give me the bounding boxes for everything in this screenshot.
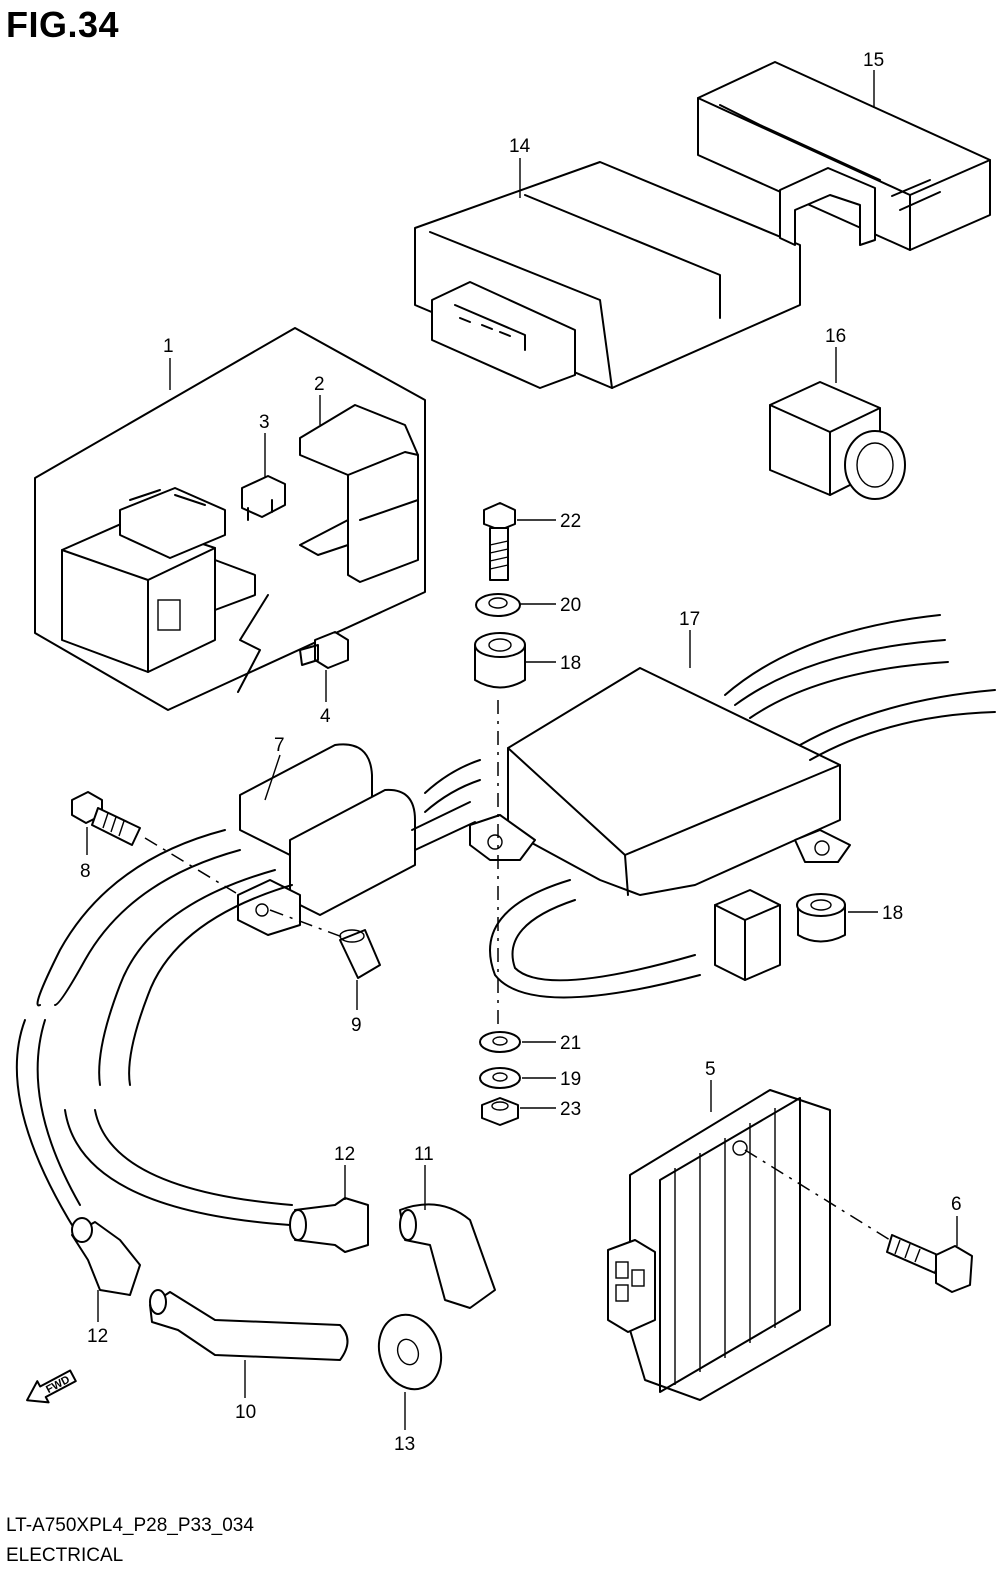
callout-16: 16 — [825, 326, 846, 347]
ignition-coil — [237, 743, 476, 936]
diag-connector-relay — [769, 381, 906, 500]
ecm-cover — [697, 61, 991, 251]
callout-6: 6 — [951, 1194, 962, 1215]
grommet-upper — [474, 632, 526, 689]
callout-2: 2 — [314, 374, 325, 395]
callout-20: 20 — [560, 595, 581, 616]
callout-7: 7 — [274, 735, 285, 756]
washer-21 — [479, 1031, 521, 1053]
callout-23: 23 — [560, 1099, 581, 1120]
relay-assembly-group — [34, 327, 426, 711]
plug-cap-11 — [399, 1203, 496, 1309]
leader-lines — [86, 70, 958, 1430]
coil-spacer — [339, 929, 381, 979]
regulator-rectifier — [607, 1089, 831, 1401]
section-name: ELECTRICAL — [6, 1545, 124, 1566]
callout-10: 10 — [235, 1402, 256, 1423]
callout-5: 5 — [705, 1059, 716, 1080]
plug-cap-10 — [149, 1289, 349, 1361]
fwd-label: FWD — [44, 1374, 72, 1396]
callout-13: 13 — [394, 1434, 415, 1455]
fuse — [241, 475, 286, 521]
spark-plug-cap-12-left — [71, 1217, 141, 1296]
plug-seal-13 — [377, 1313, 443, 1391]
mount-bolt — [483, 502, 516, 581]
callout-14: 14 — [509, 136, 531, 157]
spark-plug-cap-12-right — [289, 1197, 369, 1253]
callout-18-upper: 18 — [560, 653, 581, 674]
callout-18-right: 18 — [882, 903, 903, 924]
ecm-unit — [414, 161, 801, 389]
bolt-6-axis-line — [744, 1149, 891, 1241]
starter-relay — [61, 487, 256, 673]
collar-washer — [475, 593, 521, 617]
callout-12-right: 12 — [334, 1144, 355, 1165]
relay-cover — [299, 404, 419, 583]
callout-22: 22 — [560, 511, 581, 532]
break-line — [237, 594, 269, 693]
callout-9: 9 — [351, 1015, 362, 1036]
nut-23 — [481, 1097, 519, 1126]
assembly-frame — [34, 327, 426, 711]
bolt-8-axis-line — [144, 837, 237, 894]
control-unit — [424, 614, 996, 896]
callout-15: 15 — [863, 50, 884, 71]
regulator-bolt — [886, 1234, 973, 1293]
fwd-arrow-icon: FWD — [26, 1369, 77, 1404]
callout-3: 3 — [259, 412, 270, 433]
callout-21: 21 — [560, 1033, 581, 1054]
washer-19 — [479, 1067, 521, 1089]
model-code: LT-A750XPL4_P28_P33_034 — [6, 1515, 254, 1536]
callout-1: 1 — [163, 336, 174, 357]
relay-bolt — [299, 631, 349, 669]
grommet-right — [796, 893, 846, 943]
spacer-axis-line — [269, 909, 346, 939]
callout-4: 4 — [320, 706, 331, 727]
high-tension-leads — [15, 829, 293, 1231]
callout-8: 8 — [80, 861, 91, 882]
callout-19: 19 — [560, 1069, 581, 1090]
callout-17: 17 — [679, 609, 700, 630]
callout-labels: 1 2 3 4 5 6 7 8 9 10 11 12 12 13 14 15 1… — [80, 50, 962, 1455]
callout-11: 11 — [414, 1144, 434, 1165]
callout-12-left: 12 — [87, 1326, 108, 1347]
coil-bolt — [71, 791, 141, 846]
figure-title: FIG.34 — [6, 4, 120, 45]
harness-connector — [489, 879, 781, 999]
